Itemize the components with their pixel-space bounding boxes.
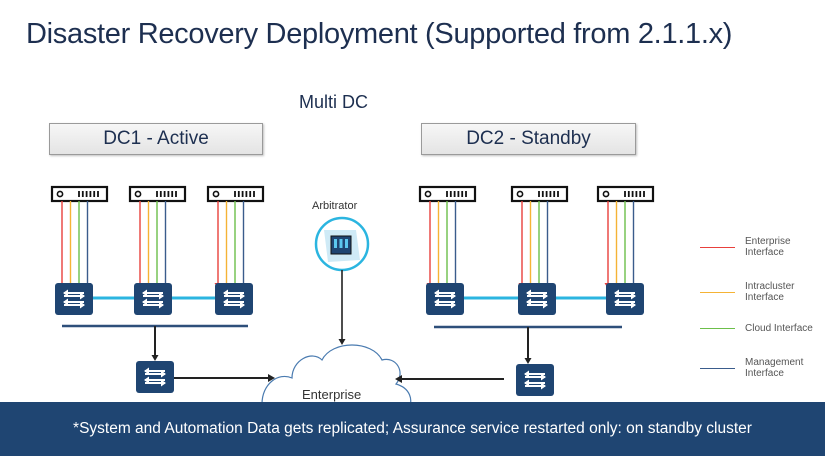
dc2-to-enterprise-arrow-head: [395, 375, 402, 383]
switch-arrow-head: [541, 382, 546, 390]
cluster-switch-icon: [134, 283, 172, 315]
server-led: [134, 190, 142, 198]
cluster-switch-icon: [55, 283, 93, 315]
switch-arrow-head: [614, 298, 619, 306]
server-led: [516, 190, 524, 198]
legend-enterprise-interface: Enterprise Interface: [700, 236, 815, 258]
arbitrator-slot: [334, 239, 337, 248]
server-led: [212, 190, 220, 198]
switch-arrow-head: [631, 292, 636, 300]
switch-body: [516, 364, 554, 396]
switch-arrow-head: [543, 301, 548, 309]
switch-arrow-head: [142, 289, 147, 297]
edge-switch-icon: [516, 364, 554, 396]
page-title: Disaster Recovery Deployment (Supported …: [26, 18, 733, 50]
arbitrator-slot: [345, 239, 348, 248]
dc1-label-box: DC1 - Active: [49, 123, 263, 155]
dc1-label: DC1 - Active: [103, 128, 209, 149]
dc1-to-enterprise-arrow-head: [268, 374, 275, 382]
legend-line-red: [700, 246, 735, 248]
legend-label: Management Interface: [745, 357, 804, 379]
switch-arrow-head: [541, 373, 546, 381]
server-icon: [128, 185, 187, 203]
server-icon: [50, 185, 109, 203]
switch-arrow-head: [63, 289, 68, 297]
switch-arrow-head: [161, 370, 166, 378]
switch-arrow-head: [631, 301, 636, 309]
switch-arrow-head: [451, 292, 456, 300]
legend-line-yellow: [700, 291, 735, 293]
legend-cloud-interface: Cloud Interface: [700, 323, 825, 334]
switch-arrow-head: [63, 298, 68, 306]
legend-management-interface: Management Interface: [700, 357, 815, 379]
switch-body: [55, 283, 93, 315]
server-icon: [418, 185, 477, 203]
uplink-arrow-head: [151, 355, 159, 361]
switch-arrow-head: [240, 292, 245, 300]
cluster-switch-icon: [215, 283, 253, 315]
switch-arrow-head: [451, 301, 456, 309]
switch-arrow-head: [434, 289, 439, 297]
server-icon: [510, 185, 569, 203]
server-led: [602, 190, 610, 198]
switch-body: [134, 283, 172, 315]
switch-arrow-head: [159, 301, 164, 309]
switch-arrow-head: [159, 292, 164, 300]
dc2-label: DC2 - Standby: [466, 128, 591, 149]
arbitrator-label: Arbitrator: [312, 200, 358, 212]
switch-arrow-head: [144, 367, 149, 375]
switch-body: [136, 361, 174, 393]
legend-label: Enterprise Interface: [745, 236, 791, 258]
switch-arrow-head: [80, 292, 85, 300]
switch-arrow-head: [240, 301, 245, 309]
switch-arrow-head: [614, 289, 619, 297]
dc2-label-box: DC2 - Standby: [421, 123, 636, 155]
footer-note: *System and Automation Data gets replica…: [73, 420, 752, 437]
switch-arrow-head: [524, 370, 529, 378]
cluster-switch-icon: [518, 283, 556, 315]
legend-label: Cloud Interface: [745, 323, 813, 334]
arbitrator-icon: [324, 230, 360, 262]
footer-banner: *System and Automation Data gets replica…: [0, 402, 825, 456]
footer-spacer: [0, 456, 825, 464]
switch-arrow-head: [524, 379, 529, 387]
switch-arrow-head: [80, 301, 85, 309]
server-icon: [206, 185, 265, 203]
switch-body: [606, 283, 644, 315]
cluster-switch-icon: [426, 283, 464, 315]
legend-label: Intracluster Interface: [745, 281, 795, 303]
server-led: [424, 190, 432, 198]
subtitle: Multi DC: [299, 92, 369, 112]
uplink-arrow-head: [524, 358, 532, 364]
switch-arrow-head: [543, 292, 548, 300]
switch-arrow-head: [223, 298, 228, 306]
legend-line-green: [700, 328, 735, 329]
switch-arrow-head: [161, 379, 166, 387]
switch-arrow-head: [434, 298, 439, 306]
switch-body: [518, 283, 556, 315]
edge-switch-icon: [136, 361, 174, 393]
enterprise-cloud-label: Enterprise: [302, 387, 362, 402]
legend-intracluster-interface: Intracluster Interface: [700, 281, 805, 303]
switch-arrow-head: [142, 298, 147, 306]
arbitrator-slot: [339, 239, 343, 248]
server-led: [56, 190, 64, 198]
switch-body: [215, 283, 253, 315]
switch-arrow-head: [526, 298, 531, 306]
arbitrator-arrow-head: [338, 339, 346, 345]
switch-arrow-head: [526, 289, 531, 297]
switch-arrow-head: [144, 376, 149, 384]
cluster-switch-icon: [606, 283, 644, 315]
switch-arrow-head: [223, 289, 228, 297]
server-icon: [596, 185, 655, 203]
legend-line-blue: [700, 367, 735, 369]
switch-body: [426, 283, 464, 315]
